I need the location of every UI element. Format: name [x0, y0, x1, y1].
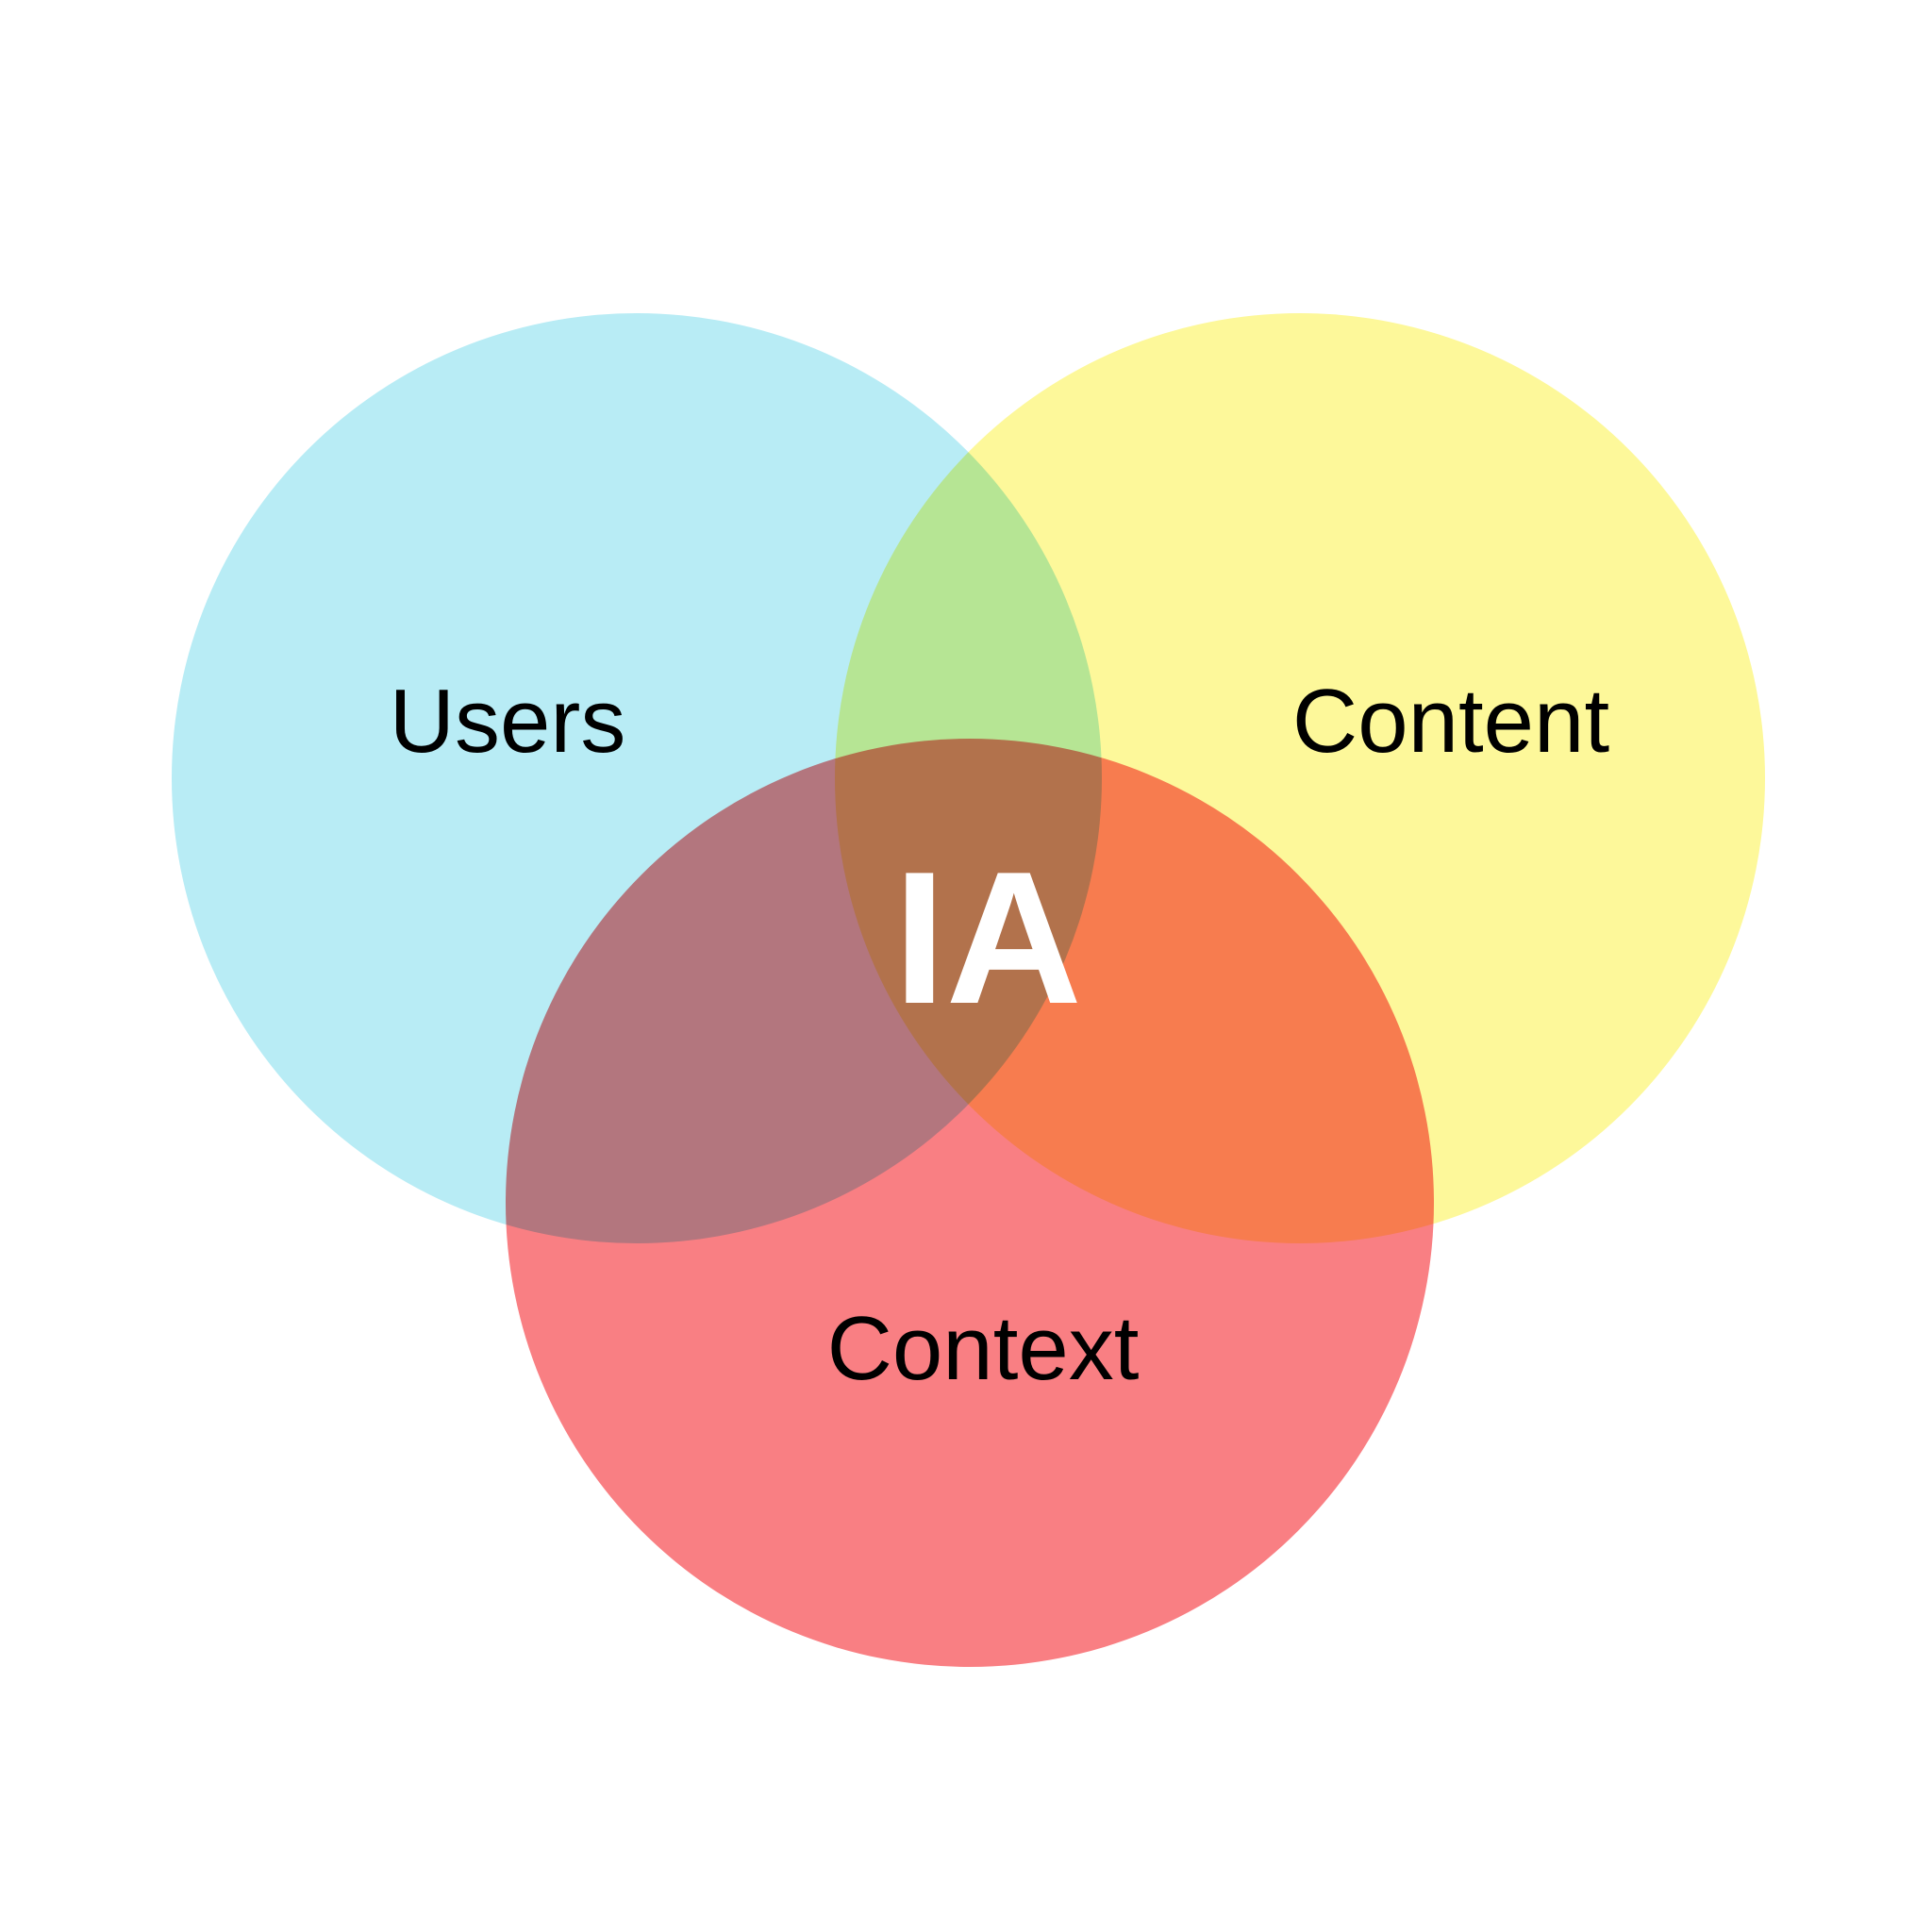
users-label: Users — [390, 671, 626, 772]
content-label: Content — [1292, 671, 1609, 772]
venn-labels: Users Content Context IA — [390, 671, 1609, 1399]
ia-center-label: IA — [893, 833, 1082, 1043]
context-circle — [506, 739, 1434, 1667]
context-label: Context — [827, 1298, 1140, 1399]
venn-circles — [172, 313, 1765, 1667]
